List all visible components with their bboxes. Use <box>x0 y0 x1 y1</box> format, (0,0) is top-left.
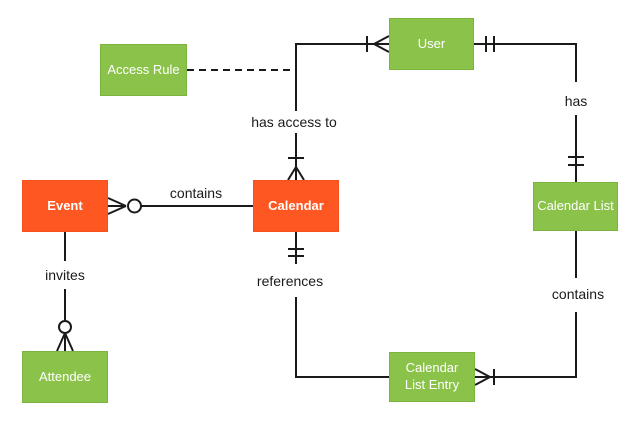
entity-calendar-list-entry[interactable]: Calendar List Entry <box>389 352 475 402</box>
entity-user[interactable]: User <box>389 18 474 70</box>
relationship-label-contains: contains <box>169 185 223 201</box>
connector-has <box>474 36 584 182</box>
zero-optional-marker <box>127 198 142 214</box>
relationship-label-references: references <box>256 273 324 289</box>
relationship-label-invites: invites <box>45 267 85 283</box>
entity-label: Attendee <box>38 368 92 384</box>
crows-foot-many-marker <box>287 166 305 181</box>
entity-attendee[interactable]: Attendee <box>22 351 108 403</box>
connector-has-access-to <box>287 35 390 181</box>
connector-contains-events <box>107 197 253 215</box>
connector-invites <box>56 232 74 352</box>
entity-access-rule[interactable]: Access Rule <box>100 44 187 96</box>
entity-label: Calendar List <box>537 198 614 214</box>
entity-calendar[interactable]: Calendar <box>253 180 339 232</box>
connector-contains-entries <box>474 231 577 386</box>
entity-event[interactable]: Event <box>22 180 108 232</box>
one-and-only-one-marker <box>485 36 495 52</box>
entity-label: Access Rule <box>107 61 180 77</box>
relationship-label-contains: contains <box>551 286 605 302</box>
crows-foot-many-marker <box>56 332 74 352</box>
crows-foot-many-marker <box>373 35 390 53</box>
one-and-only-one-marker <box>288 248 304 257</box>
entity-label: Calendar <box>268 197 324 213</box>
zero-optional-marker <box>58 320 72 334</box>
connector-references <box>288 232 389 378</box>
entity-label: Calendar List Entry <box>404 360 460 392</box>
crows-foot-many-marker <box>107 197 127 215</box>
one-and-only-one-marker <box>568 156 584 166</box>
entity-calendar-list[interactable]: Calendar List <box>533 182 618 231</box>
relationship-label-has: has <box>564 93 588 109</box>
crows-foot-many-marker <box>474 368 491 386</box>
entity-label: User <box>417 35 446 51</box>
entity-label: Event <box>47 197 83 213</box>
relationship-label-has-access-to: has access to <box>251 114 337 130</box>
